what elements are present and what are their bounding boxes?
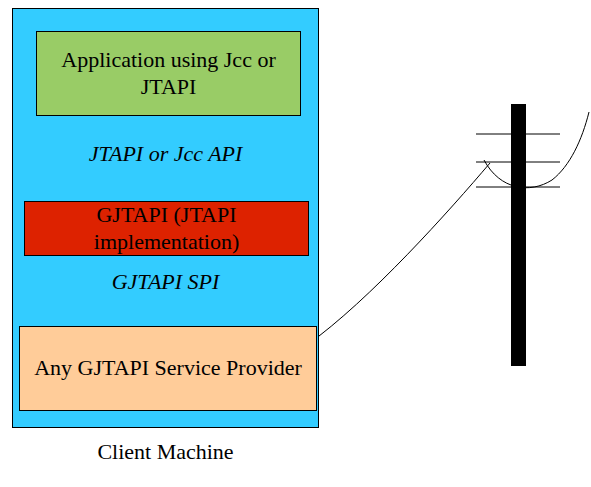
phone-wire <box>484 112 589 188</box>
machine-frame: Client MachineApplication using Jcc or J… <box>12 8 319 428</box>
layer-name: Application using Jcc or JTAPI <box>45 47 292 100</box>
phone-wire <box>307 163 490 345</box>
layer-name: Any GJTAPI Service Provider <box>34 355 302 381</box>
provider-layer-box: Any GJTAPI Service Provider <box>19 326 317 411</box>
machine-caption: Client Machine <box>0 439 348 465</box>
application-layer-box: Application using Jcc or JTAPI <box>36 31 301 116</box>
api-label: JTAPI or Jcc API <box>13 141 318 167</box>
crossbar <box>476 162 560 163</box>
layer-name: GJTAPI (JTAPI implementation) <box>33 202 300 255</box>
implementation-layer-box: GJTAPI (JTAPI implementation) <box>24 201 309 256</box>
spi-label: GJTAPI SPI <box>13 269 318 295</box>
crossbar <box>476 134 560 135</box>
pole <box>511 104 526 366</box>
